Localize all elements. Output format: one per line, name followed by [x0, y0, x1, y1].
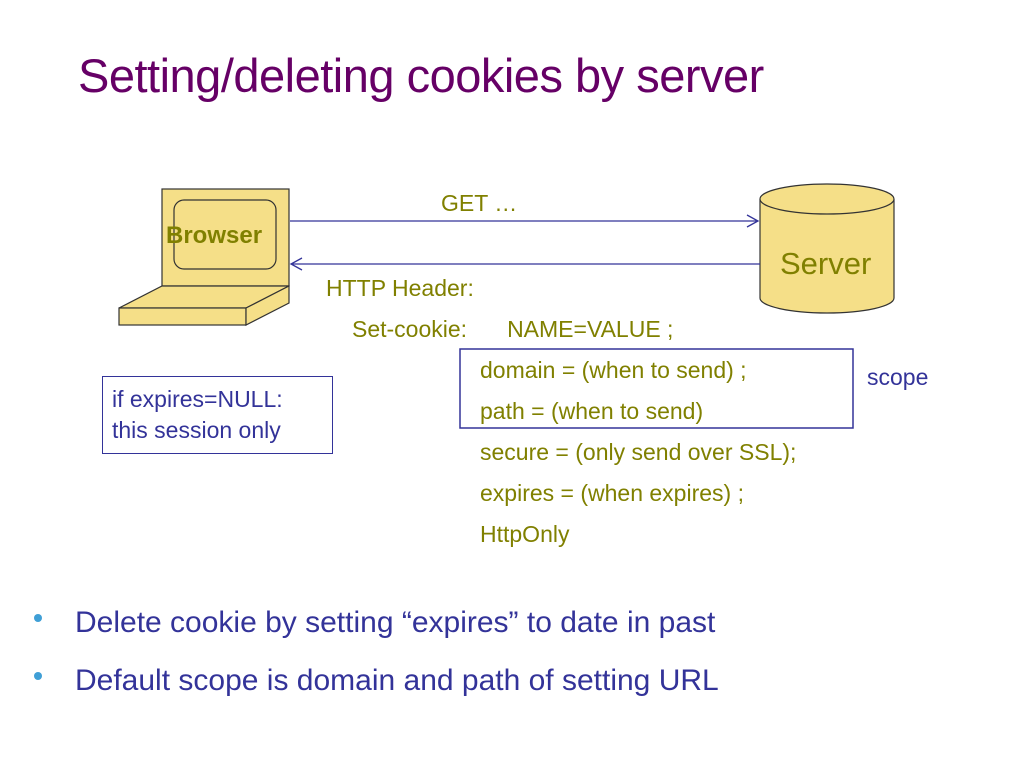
bullet-item: Delete cookie by setting “expires” to da…: [34, 606, 719, 664]
browser-label: Browser: [166, 222, 263, 249]
set-cookie-line: Set-cookie: NAME=VALUE ;: [352, 316, 673, 343]
cookie-attribute-path: path = (when to send): [480, 398, 704, 424]
scope-label: scope: [867, 364, 929, 390]
cookie-attribute-secure: secure = (only send over SSL);: [480, 439, 797, 465]
http-header-label: HTTP Header:: [326, 275, 474, 301]
bullet-dot-icon: [34, 614, 42, 622]
note-line: this session only: [112, 417, 281, 443]
get-request-label: GET …: [441, 190, 518, 216]
note-line: if expires=NULL:: [112, 386, 283, 412]
server-cylinder-icon: [759, 183, 895, 314]
bullet-item: Default scope is domain and path of sett…: [34, 664, 719, 722]
bullet-text: Default scope is domain and path of sett…: [75, 664, 719, 697]
bullet-list: Delete cookie by setting “expires” to da…: [34, 606, 719, 722]
set-cookie-key: Set-cookie:: [352, 316, 468, 342]
cookie-attribute-httponly: HttpOnly: [480, 521, 570, 547]
request-arrow: [290, 214, 760, 228]
browser-computer-icon: [118, 188, 290, 326]
server-label: Server: [780, 246, 872, 281]
slide-title: Setting/deleting cookies by server: [78, 49, 764, 102]
bullet-text: Delete cookie by setting “expires” to da…: [75, 606, 716, 639]
scope-box: [459, 348, 854, 429]
set-cookie-value: NAME=VALUE ;: [507, 316, 674, 342]
expires-null-note: if expires=NULL: this session only: [102, 376, 333, 454]
response-arrow: [289, 257, 760, 271]
cookie-attribute-domain: domain = (when to send) ;: [480, 357, 747, 383]
cookie-attribute-expires: expires = (when expires) ;: [480, 480, 744, 506]
bullet-dot-icon: [34, 672, 42, 680]
